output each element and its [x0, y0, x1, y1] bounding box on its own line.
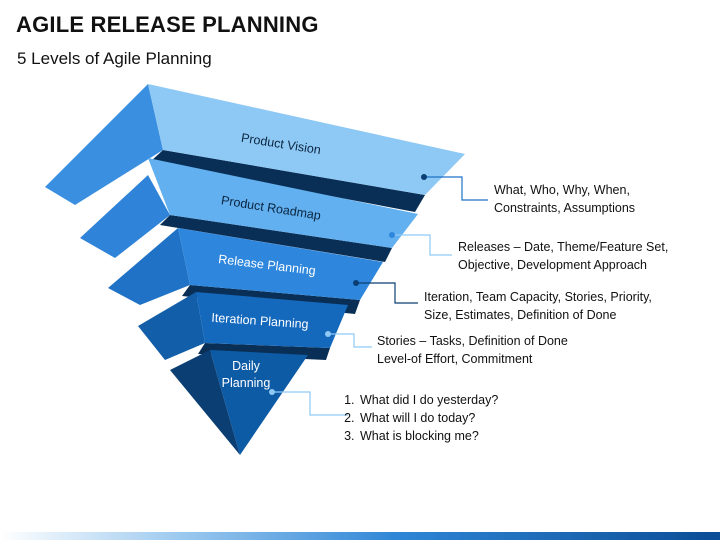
level-5-label-line1: Daily: [232, 359, 261, 373]
connector-2-dot: [389, 232, 395, 238]
page-title: AGILE RELEASE PLANNING: [16, 12, 319, 37]
list-item: What did I do yesterday?: [358, 391, 498, 409]
page-subtitle: 5 Levels of Agile Planning: [17, 49, 212, 68]
level-4-label: Iteration Planning: [211, 311, 309, 332]
level-5-label-line2: Planning: [222, 376, 271, 390]
list-item: What is blocking me?: [358, 427, 498, 445]
level-2-description-line: Releases – Date, Theme/Feature Set,: [458, 240, 669, 254]
connector-2: [392, 234, 452, 256]
level-2-bottom-face: [160, 215, 392, 262]
connector-4: [328, 333, 372, 348]
level-3-front-face: [178, 228, 383, 300]
level-2-description-line: Objective, Development Approach: [458, 258, 647, 272]
level-1-description: What, Who, Why, When, Constraints, Assum…: [494, 181, 635, 217]
level-1-description-line: Constraints, Assumptions: [494, 201, 636, 215]
connector-3-dot: [353, 280, 359, 286]
level-5-front-face: [210, 350, 308, 455]
level-2-front-face: [148, 158, 418, 248]
level-3-left-face: [108, 228, 190, 305]
level-3-description-line: Iteration, Team Capacity, Stories, Prior…: [424, 290, 652, 304]
connector-4-dot: [325, 331, 331, 337]
level-1-front-face: [148, 84, 465, 195]
connector-5-dot: [269, 389, 275, 395]
level-5-description-list: What did I do yesterday? What will I do …: [340, 391, 498, 445]
level-2-description: Releases – Date, Theme/Feature Set, Obje…: [458, 238, 668, 274]
level-4-description-line: Level-of Effort, Commitment: [377, 352, 533, 366]
level-3-description: Iteration, Team Capacity, Stories, Prior…: [424, 288, 652, 324]
level-1-bottom-face: [150, 150, 425, 212]
list-item: What will I do today?: [358, 409, 498, 427]
bottom-accent-bar: [0, 532, 720, 540]
level-1-left-face: [45, 84, 163, 205]
level-5-left-face: [170, 350, 240, 455]
connector-1-dot: [421, 174, 427, 180]
level-4-left-face: [138, 292, 205, 360]
level-4-description: Stories – Tasks, Definition of Done Leve…: [377, 332, 568, 368]
level-2-left-face: [80, 175, 170, 258]
level-4-front-face: [196, 292, 348, 348]
connector-3: [356, 282, 418, 304]
level-5-description: What did I do yesterday? What will I do …: [340, 391, 498, 445]
level-4-description-line: Stories – Tasks, Definition of Done: [377, 334, 568, 348]
connector-5: [272, 391, 348, 416]
level-3-description-line: Size, Estimates, Definition of Done: [424, 308, 617, 322]
connector-1: [424, 176, 488, 201]
level-1-description-line: What, Who, Why, When,: [494, 183, 630, 197]
